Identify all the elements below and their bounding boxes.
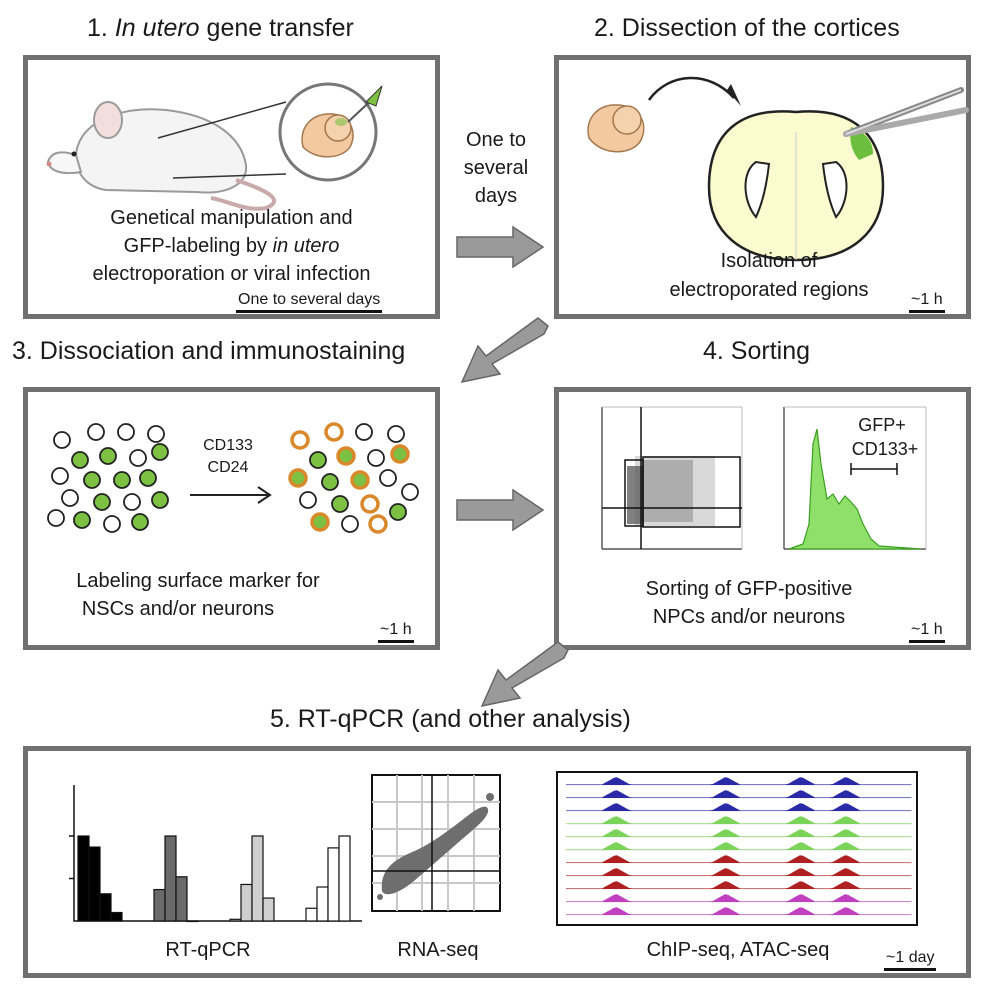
gate-label-cd133: CD133+ (851, 439, 919, 459)
track-signal-1 (566, 777, 912, 785)
arrow-diagonal-1 (460, 317, 549, 384)
gate-bar (850, 463, 898, 475)
bar-g2-s2 (164, 835, 177, 922)
step1-desc-line2: GFP-labeling by in utero (123, 235, 340, 257)
step1-desc-line3: electroporation or viral infection (92, 263, 371, 285)
forceps-icon (843, 87, 969, 137)
flow-cytometry-histogram (783, 406, 927, 550)
cell-cluster-after (288, 422, 419, 534)
track-signal-10 (566, 894, 912, 902)
step4-duration: ~1 h (909, 621, 945, 643)
step1-desc-line1: Genetical manipulation and (110, 207, 353, 229)
rtqpcr-bar-chart (69, 785, 362, 923)
arrow-right-2 (456, 488, 545, 532)
bar-g1-s4 (110, 911, 123, 922)
arrow-right-icon (190, 486, 272, 504)
step3-panel: CD133 CD24 Labeling surf (23, 387, 440, 650)
step1-panel: Genetical manipulation and GFP-labeling … (23, 55, 440, 319)
track-signal-4 (566, 816, 912, 824)
zoom-lines (157, 101, 287, 179)
label-rnaseq: RNA-seq (397, 939, 479, 961)
bar-g3-s1 (229, 918, 242, 922)
marker-cd133: CD133 (203, 437, 253, 454)
step5-title: 5. RT-qPCR (and other analysis) (270, 705, 631, 733)
embryo-icon (587, 104, 645, 153)
step1-duration: One to several days (236, 291, 383, 313)
bar-g4-s4 (338, 835, 351, 922)
step4-desc-line2: NPCs and/or neurons (652, 606, 846, 628)
step1-title: 1. In utero gene transfer (87, 14, 354, 42)
bar-g1-s1 (77, 835, 90, 922)
interval-label: One to several days (463, 129, 529, 207)
step2-duration: ~1 h (909, 291, 945, 313)
track-signal-5 (566, 829, 912, 837)
arrow-diagonal-2 (480, 641, 569, 708)
step2-desc-line1: Isolation of (720, 250, 818, 272)
track-signal-3 (566, 803, 912, 811)
marker-cd24: CD24 (207, 459, 249, 476)
step4-title: 4. Sorting (703, 337, 811, 365)
bar-g2-s4 (186, 920, 199, 923)
flow-cytometry-dotplot (601, 406, 743, 550)
bar-g1-s2 (88, 846, 101, 922)
embryo-injection-icon (278, 82, 383, 182)
step4-desc-line1: Sorting of GFP-positive (645, 578, 853, 600)
track-signal-9 (566, 881, 912, 889)
bar-g2-s1 (153, 888, 166, 922)
bar-g2-s3 (175, 876, 188, 922)
brain-slice-icon (707, 110, 885, 262)
step3-title: 3. Dissociation and immunostaining (12, 337, 406, 365)
step4-panel: GFP+ CD133+ Sorting of GFP-positive NPCs… (554, 387, 971, 650)
track-signal-8 (566, 868, 912, 876)
step3-duration: ~1 h (378, 621, 414, 643)
label-chip-atac: ChIP-seq, ATAC-seq (646, 939, 830, 961)
step2-panel: Isolation of electroporated regions ~1 h (554, 55, 971, 319)
bar-g3-s4 (262, 897, 275, 922)
track-signal-11 (566, 907, 912, 915)
arrow-right-1 (456, 225, 545, 269)
label-rtqpcr: RT-qPCR (165, 939, 251, 961)
cell-cluster-before (47, 423, 169, 533)
step5-duration: ~1 day (884, 949, 937, 971)
step3-desc-line2: NSCs and/or neurons (81, 598, 275, 620)
curved-arrow-icon (647, 76, 741, 106)
step2-desc-line2: electroporated regions (669, 279, 869, 301)
bar-g4-s3 (327, 847, 340, 922)
step2-title: 2. Dissection of the cortices (594, 14, 900, 42)
bar-g4-s2 (316, 886, 329, 922)
gate-label-gfp: GFP+ (858, 415, 906, 435)
rnaseq-scatter (371, 774, 501, 912)
step5-panel: RT-qPCR RNA-seq ChIP-seq, ATAC-seq ~1 da… (23, 746, 971, 978)
track-signal-2 (566, 790, 912, 798)
mouse-illustration (46, 101, 276, 211)
track-signal-7 (566, 855, 912, 863)
bar-g1-s3 (99, 893, 112, 922)
bar-g3-s2 (240, 883, 253, 922)
track-signal-6 (566, 842, 912, 850)
bar-g4-s1 (305, 907, 318, 922)
chip-seq-tracks (556, 771, 918, 926)
step3-desc-line1: Labeling surface marker for (76, 570, 320, 592)
bar-g3-s3 (251, 835, 264, 922)
